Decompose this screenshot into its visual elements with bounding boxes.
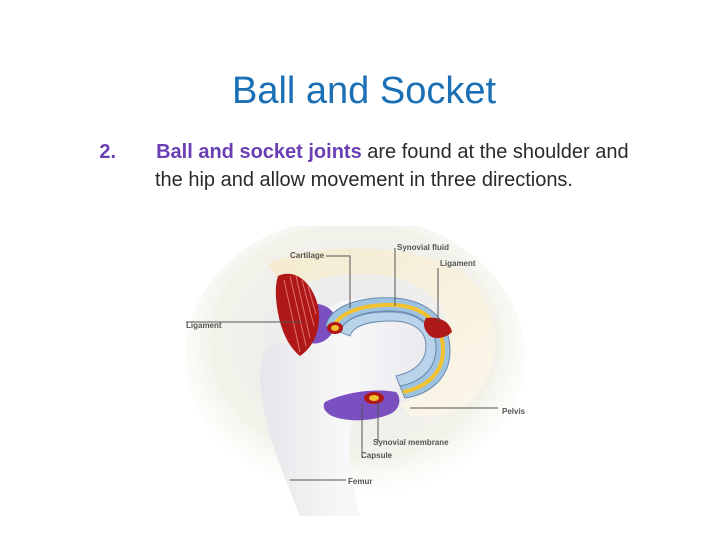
label-ligament-right: Ligament (440, 259, 476, 268)
label-pelvis: Pelvis (502, 407, 526, 416)
hip-joint-diagram: Cartilage Synovial fluid Ligament Ligame… (185, 226, 526, 516)
joint-spot-lower-core (369, 395, 379, 401)
joint-spot-upper-core (331, 325, 339, 331)
label-capsule: Capsule (361, 451, 393, 460)
leader-cartilage (326, 255, 351, 308)
label-synovial-fluid: Synovial fluid (397, 243, 449, 252)
slide-title: Ball and Socket (231, 70, 497, 112)
label-cartilage: Cartilage (290, 251, 325, 260)
label-ligament-left: Ligament (186, 321, 222, 330)
point-text: are found at the shoulder and the hip an… (154, 141, 629, 191)
ligament-right-shape (423, 317, 452, 339)
inner-cartilage (339, 311, 437, 387)
label-femur: Femur (348, 477, 372, 486)
leader-lines (186, 248, 498, 481)
point-term: Ball and socket joints (156, 141, 362, 163)
point-number: 2. (99, 141, 117, 163)
bullet-point: 2. Ball and socket joints are found at th… (92, 138, 636, 194)
ligament-left-shape (275, 273, 320, 356)
label-synovial-membrane: Synovial membrane (373, 438, 449, 447)
